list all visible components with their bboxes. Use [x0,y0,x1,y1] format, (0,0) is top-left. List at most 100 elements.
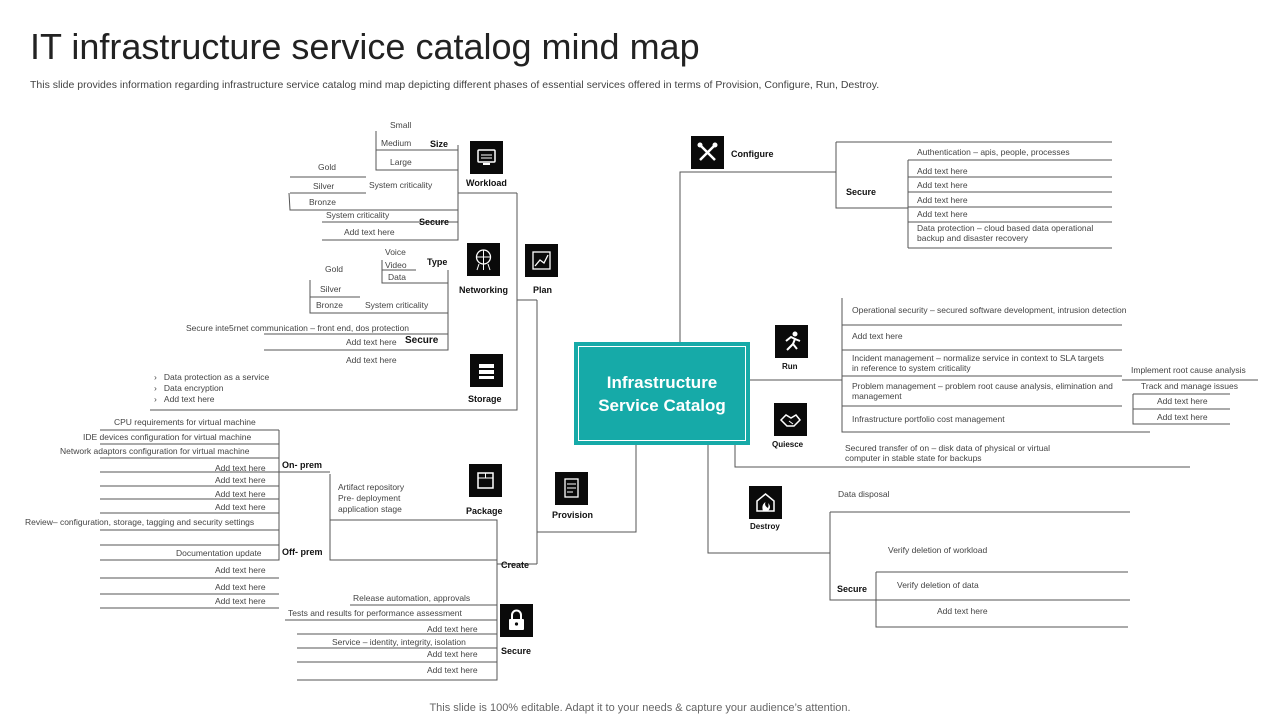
destroy-secure-item: Verify deletion of data [897,580,979,590]
package-label: Package [466,506,503,516]
run-item: Incident management – normalize service … [852,353,1104,373]
create-label: Create [501,560,530,570]
release-item: Tests and results for performance assess… [288,608,462,618]
storage-icon [470,354,503,387]
center-node: Infrastructure Service Catalog [574,342,750,445]
destroy-icon [749,486,782,519]
package-item: application stage [338,504,402,514]
create-secure-item: Add text here [427,665,478,675]
configure-secure-item: Add text here [917,166,968,176]
on-prem-item: IDE devices configuration for virtual ma… [83,432,252,442]
on-prem-item: Add text here [215,475,266,485]
footer-note: This slide is 100% editable. Adapt it to… [429,702,851,714]
center-label: Infrastructure Service Catalog [598,372,726,415]
criticality-item: Gold [318,162,336,172]
package-item: Artifact repository [338,482,405,492]
provision-icon [555,472,588,505]
size-item: Medium [381,138,412,148]
destroy-item: Verify deletion of workload [888,545,988,555]
criticality-item: Bronze [309,197,336,207]
type-item: Video [385,260,407,270]
storage-label: Storage [468,394,502,404]
configure-tools-icon [691,136,724,169]
plan-icon [525,244,558,277]
off-prem-item: Add text here [215,596,266,606]
net-criticality-item: Bronze [316,300,343,310]
workload-secure-item: Add text here [344,227,395,237]
off-prem-item: Add text here [215,582,266,592]
quiesce-item: Secured transfer of on – disk data of ph… [845,443,1051,463]
provision-label: Provision [552,510,594,520]
storage-item: › Add text here [154,394,215,404]
create-secure-item: Service – identity, integrity, isolation [332,637,466,647]
run-item: Infrastructure portfolio cost management [852,414,1005,424]
on-prem-label: On- prem [282,460,323,470]
on-prem-item: CPU requirements for virtual machine [114,417,256,427]
handshake-icon [774,403,807,436]
page-subtitle: This slide provides information regardin… [30,79,880,91]
storage-item-text: Data encryption [163,383,224,393]
package-item: Pre- deployment [338,493,401,503]
problem-sub-item: Track and manage issues [1141,381,1239,391]
criticality-item: Silver [313,181,335,191]
net-criticality-item: Gold [325,264,343,274]
net-secure-item: Add text here [346,337,397,347]
workload-icon [470,141,503,174]
net-criticality-label: System criticality [365,300,429,310]
problem-sub-item: Add text here [1157,412,1208,422]
networking-icon [467,243,500,276]
net-secure-item: Add text here [346,355,397,365]
net-secure-label: Secure [405,335,439,346]
workload-criticality-label: System criticality [369,180,433,190]
destroy-label: Destroy [750,522,780,531]
run-item: Problem management – problem root cause … [852,381,1113,401]
create-secure-label: Secure [501,646,532,656]
storage-item-text: Data protection as a service [163,372,270,382]
configure-label: Configure [731,149,774,159]
run-icon [775,325,808,358]
configure-secure-label: Secure [846,187,877,197]
release-item: Release automation, approvals [353,593,471,603]
configure-secure-item: Add text here [917,180,968,190]
destroy-item: Data disposal [838,489,890,499]
destroy-secure-label: Secure [837,584,868,594]
run-item: Add text here [852,331,903,341]
configure-secure-item: Add text here [917,209,968,219]
on-prem-item: Add text here [215,502,266,512]
destroy-secure-item: Add text here [937,606,988,616]
run-item: Operational security – secured software … [852,305,1127,315]
problem-sub-item: Implement root cause analysis [1131,365,1246,375]
lock-icon [500,604,533,637]
storage-item: › Data protection as a service [154,372,270,382]
run-label: Run [782,362,798,371]
off-prem-item: Add text here [215,565,266,575]
quiesce-label: Quiesce [772,440,804,449]
storage-item: › Data encryption [154,383,224,393]
workload-secure-label: Secure [419,217,450,227]
configure-secure-item: Data protection – cloud based data opera… [917,223,1094,243]
off-prem-label: Off- prem [282,547,323,557]
problem-sub-item: Add text here [1157,396,1208,406]
networking-label: Networking [459,285,509,295]
create-secure-item: Add text here [427,624,478,634]
configure-secure-item: Authentication – apis, people, processes [917,147,1070,157]
net-secure-item: Secure inte5rnet communication – front e… [186,323,410,333]
off-prem-item: Documentation update [176,548,262,558]
create-secure-item: Add text here [427,649,478,659]
type-item: Data [388,272,406,282]
workload-label: Workload [466,178,507,188]
storage-item-text: Add text here [163,394,215,404]
workload-secure-item: System criticality [326,210,390,220]
size-item: Small [390,120,412,130]
size-item: Large [390,157,412,167]
off-prem-item: Review– configuration, storage, tagging … [25,517,255,527]
plan-label: Plan [533,285,553,295]
on-prem-item: Network adaptors configuration for virtu… [60,446,250,456]
page-title: IT infrastructure service catalog mind m… [30,26,700,67]
type-label: Type [427,257,448,267]
on-prem-item: Add text here [215,463,266,473]
net-criticality-item: Silver [320,284,342,294]
on-prem-item: Add text here [215,489,266,499]
package-icon [469,464,502,497]
